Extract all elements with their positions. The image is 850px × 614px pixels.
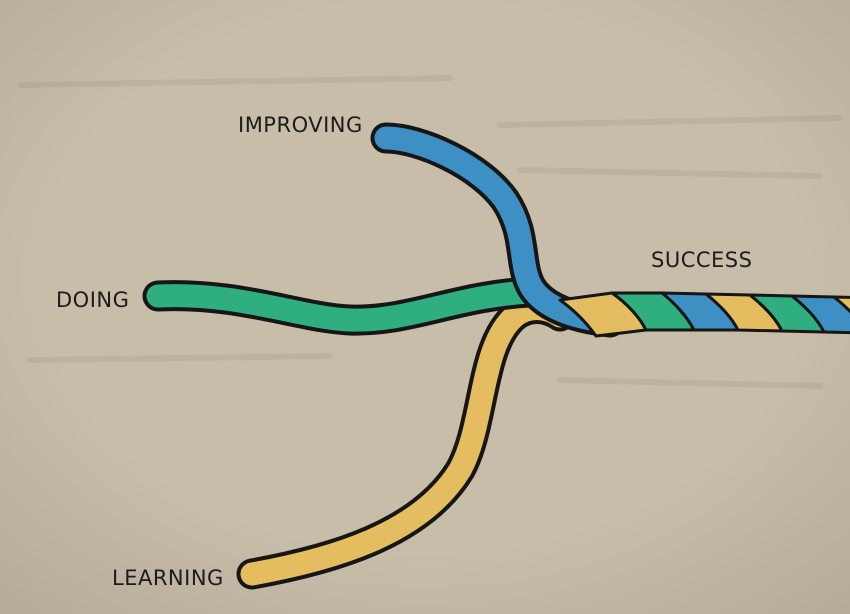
learning-strand (236, 293, 576, 590)
label-learning: LEARNING (112, 566, 224, 590)
label-success: SUCCESS (651, 248, 753, 272)
rope-segment (832, 295, 850, 314)
label-doing: DOING (56, 288, 130, 312)
improving-strand (370, 122, 626, 338)
success-rope (558, 291, 850, 338)
label-improving: IMPROVING (238, 113, 363, 137)
doing-strand (142, 276, 546, 336)
